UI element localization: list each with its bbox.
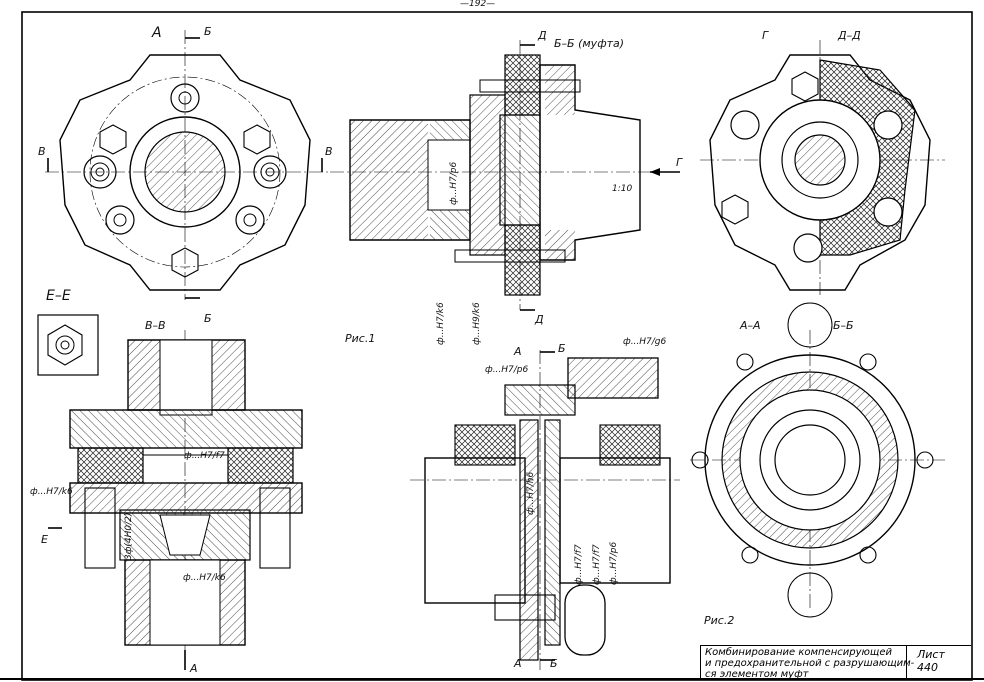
view-label-b-b-right: Б–Б — [833, 319, 854, 332]
dimension-fit-d11: ф...Н7/f7 — [592, 544, 602, 585]
view-label-g: Г — [762, 29, 769, 42]
title-block-description: Комбинирование компенсирующей и предохра… — [705, 647, 914, 680]
dimension-fit-d3: ф...Н9/k6 — [472, 302, 482, 345]
cut-label-a-mid-bottom: А — [514, 657, 522, 670]
page-number: —192— — [460, 0, 496, 9]
section-a-a-b-b — [690, 302, 945, 618]
cut-label-b-mid-top: Б — [558, 342, 566, 355]
title-block: Комбинирование компенсирующей и предохра… — [700, 645, 972, 680]
cut-label-a-bottom: А — [190, 662, 198, 675]
dimension-fit-d1: ф...Н7/р6 — [449, 161, 459, 205]
figure-caption-2: Рис.2 — [704, 614, 735, 627]
view-label-v-v: В–В — [145, 319, 166, 332]
dimension-fit-d10: ф...Н7/f7 — [574, 544, 584, 585]
sheet-number-box: Лист 440 — [906, 646, 972, 678]
dimension-fit-d5: ф...Н7/k6 — [30, 487, 73, 497]
section-b-b-mufta — [330, 40, 680, 311]
view-a — [45, 30, 330, 300]
cut-label-a-mid-top: А — [514, 345, 522, 358]
view-label-b-b-mufta: Б–Б (муфта) — [554, 37, 625, 50]
cut-label-b-top: Б — [204, 25, 212, 38]
cut-label-g-arrow: Г — [676, 156, 683, 169]
dimension-fit-d6: ф...Н7/k6 — [183, 573, 226, 583]
dimension-taper: 1:10 — [612, 184, 633, 194]
sheet-number: 440 — [917, 661, 938, 674]
cut-label-d-bottom: Д — [535, 313, 544, 326]
view-label-d-d: Д–Д — [838, 29, 861, 42]
cut-label-e: Е — [41, 533, 48, 546]
section-fig2-side — [410, 350, 680, 670]
dimension-fit-d12: ф...Н7/р6 — [609, 541, 619, 585]
dimension-fit-d14: 3ф(4Н0/2) — [124, 512, 134, 560]
title-line-1: Комбинирование компенсирующей — [705, 647, 893, 658]
dimension-fit-d7: ф...Н7/g6 — [623, 337, 667, 347]
figure-caption-1: Рис.1 — [345, 332, 376, 345]
dimension-fit-d4: ф...Н7/f7 — [184, 451, 225, 461]
view-label-e-e: Е–Е — [46, 288, 71, 304]
view-e-e — [37, 314, 99, 376]
dimension-fit-d2: ф...Н7/k6 — [436, 302, 446, 345]
cut-label-v-right: В — [325, 145, 333, 158]
view-label-a-a: А–А — [740, 319, 761, 332]
cut-label-b-bottom: Б — [204, 312, 212, 325]
view-g-d-d — [700, 40, 945, 295]
section-v-v — [48, 330, 303, 670]
cut-label-v-left: В — [38, 145, 46, 158]
title-line-2: и предохранительной с разрушающим- — [705, 658, 915, 669]
dimension-fit-d8: ф...Н7/р6 — [485, 365, 529, 375]
sheet-label: Лист — [917, 648, 945, 661]
cut-label-b-mid-bottom: Б — [550, 657, 558, 670]
dimension-fit-d9: ф...Н7/h6 — [526, 471, 536, 515]
cut-label-d-top: Д — [538, 29, 547, 42]
view-label-a: A — [152, 25, 162, 41]
title-line-3: ся элементом муфт — [705, 669, 809, 680]
